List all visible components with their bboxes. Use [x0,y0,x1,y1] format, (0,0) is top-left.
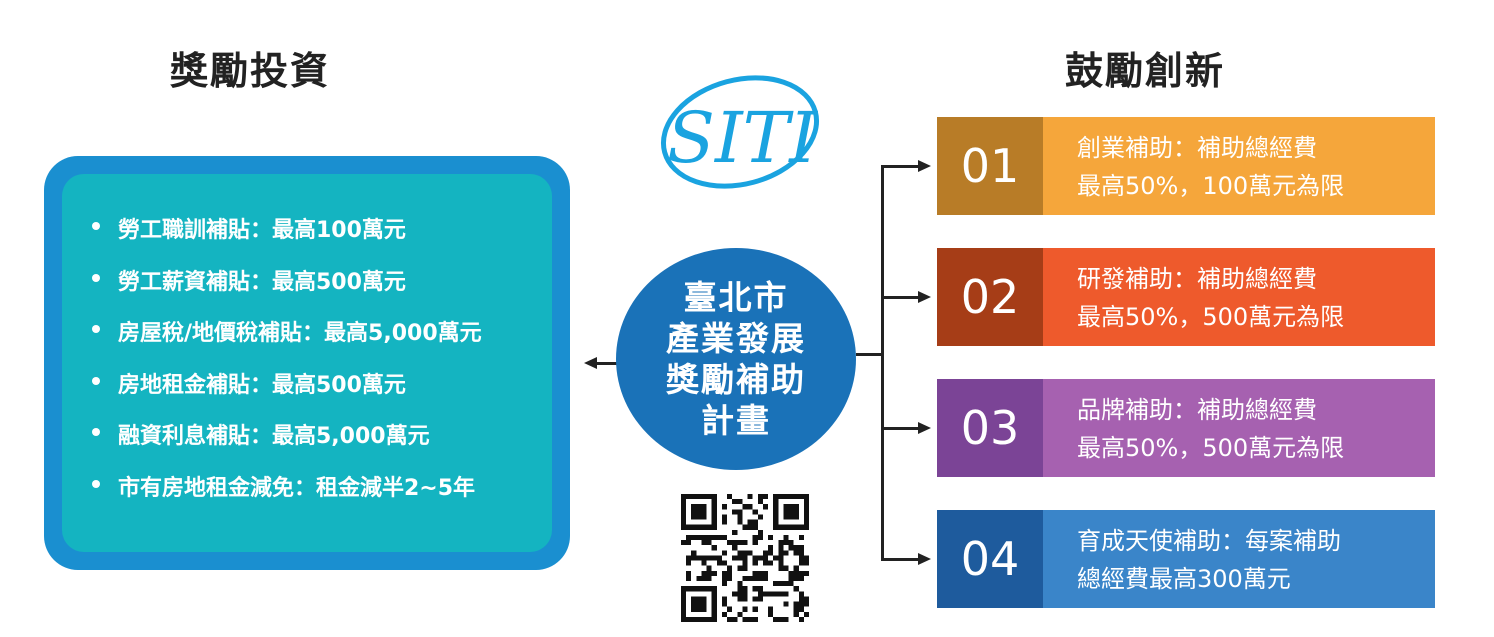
bullet-icon [92,325,100,333]
card-line1: 創業補助：補助總經費 [1077,134,1317,162]
innovation-card-01: 01 創業補助：補助總經費最高50%，100萬元為限 [937,117,1435,215]
innovation-card-03: 03 品牌補助：補助總經費最高50%，500萬元為限 [937,379,1435,477]
investment-item: 勞工薪資補貼：最高500萬元 [92,264,552,316]
connector-branch [881,427,921,430]
arrow-left-icon [584,357,597,369]
card-line1: 品牌補助：補助總經費 [1077,396,1317,424]
bullet-icon [92,376,100,385]
card-line2: 最高50%，500萬元為限 [1077,434,1345,462]
investment-item-text: 市有房地租金減免：租金減半2~5年 [118,475,476,501]
card-number: 01 [937,117,1043,215]
connector-branch [881,165,921,168]
investment-item: 房屋稅/地價稅補貼：最高5,000萬元 [92,315,552,367]
center-line: 產業發展 [666,319,806,358]
arrow-right-icon [918,422,931,434]
card-line1: 育成天使補助：每案補助 [1077,527,1341,555]
card-number: 02 [937,248,1043,346]
card-number: 04 [937,510,1043,608]
connector-branch [881,296,921,299]
innovation-card-04: 04 育成天使補助：每案補助總經費最高300萬元 [937,510,1435,608]
investment-item-text: 融資利息補貼：最高5,000萬元 [118,424,430,449]
investment-item: 市有房地租金減免：租金減半2~5年 [92,470,552,522]
investment-item: 勞工職訓補貼：最高100萬元 [92,212,552,264]
card-line1: 研發補助：補助總經費 [1077,265,1317,293]
investment-item: 融資利息補貼：最高5,000萬元 [92,418,552,470]
card-line2: 最高50%，500萬元為限 [1077,303,1345,331]
center-line: 計畫 [701,401,771,440]
arrow-right-icon [918,160,931,172]
connector-left [596,362,618,365]
center-program-circle: 臺北市 產業發展 獎勵補助 計畫 [616,248,856,470]
right-section-title: 鼓勵創新 [1065,49,1226,93]
innovation-card-02: 02 研發補助：補助總經費最高50%，500萬元為限 [937,248,1435,346]
card-number: 03 [937,379,1043,477]
bullet-icon [92,428,100,436]
arrow-right-icon [918,553,931,565]
investment-box: 勞工職訓補貼：最高100萬元勞工薪資補貼：最高500萬元房屋稅/地價稅補貼：最高… [44,156,570,570]
qr-code [681,494,809,622]
siti-logo: SITI [660,75,820,189]
bullet-icon [92,273,100,282]
center-line: 臺北市 [683,278,789,317]
left-section-title: 獎勵投資 [170,49,331,93]
bullet-icon [92,479,100,488]
card-line2: 最高50%，100萬元為限 [1077,172,1345,200]
investment-item: 房地租金補貼：最高500萬元 [92,367,552,419]
center-line: 獎勵補助 [666,360,806,399]
svg-text:SITI: SITI [667,97,818,179]
card-line2: 總經費最高300萬元 [1077,565,1291,593]
investment-item-text: 勞工職訓補貼：最高100萬元 [118,218,406,243]
connector-right [856,353,883,356]
arrow-right-icon [918,291,931,303]
investment-item-text: 勞工薪資補貼：最高500萬元 [118,269,406,295]
bullet-icon [92,222,100,230]
investment-item-text: 房地租金補貼：最高500萬元 [118,372,406,398]
connector-trunk [881,165,884,559]
investment-item-text: 房屋稅/地價稅補貼：最高5,000萬元 [118,321,482,346]
connector-branch [881,558,921,561]
